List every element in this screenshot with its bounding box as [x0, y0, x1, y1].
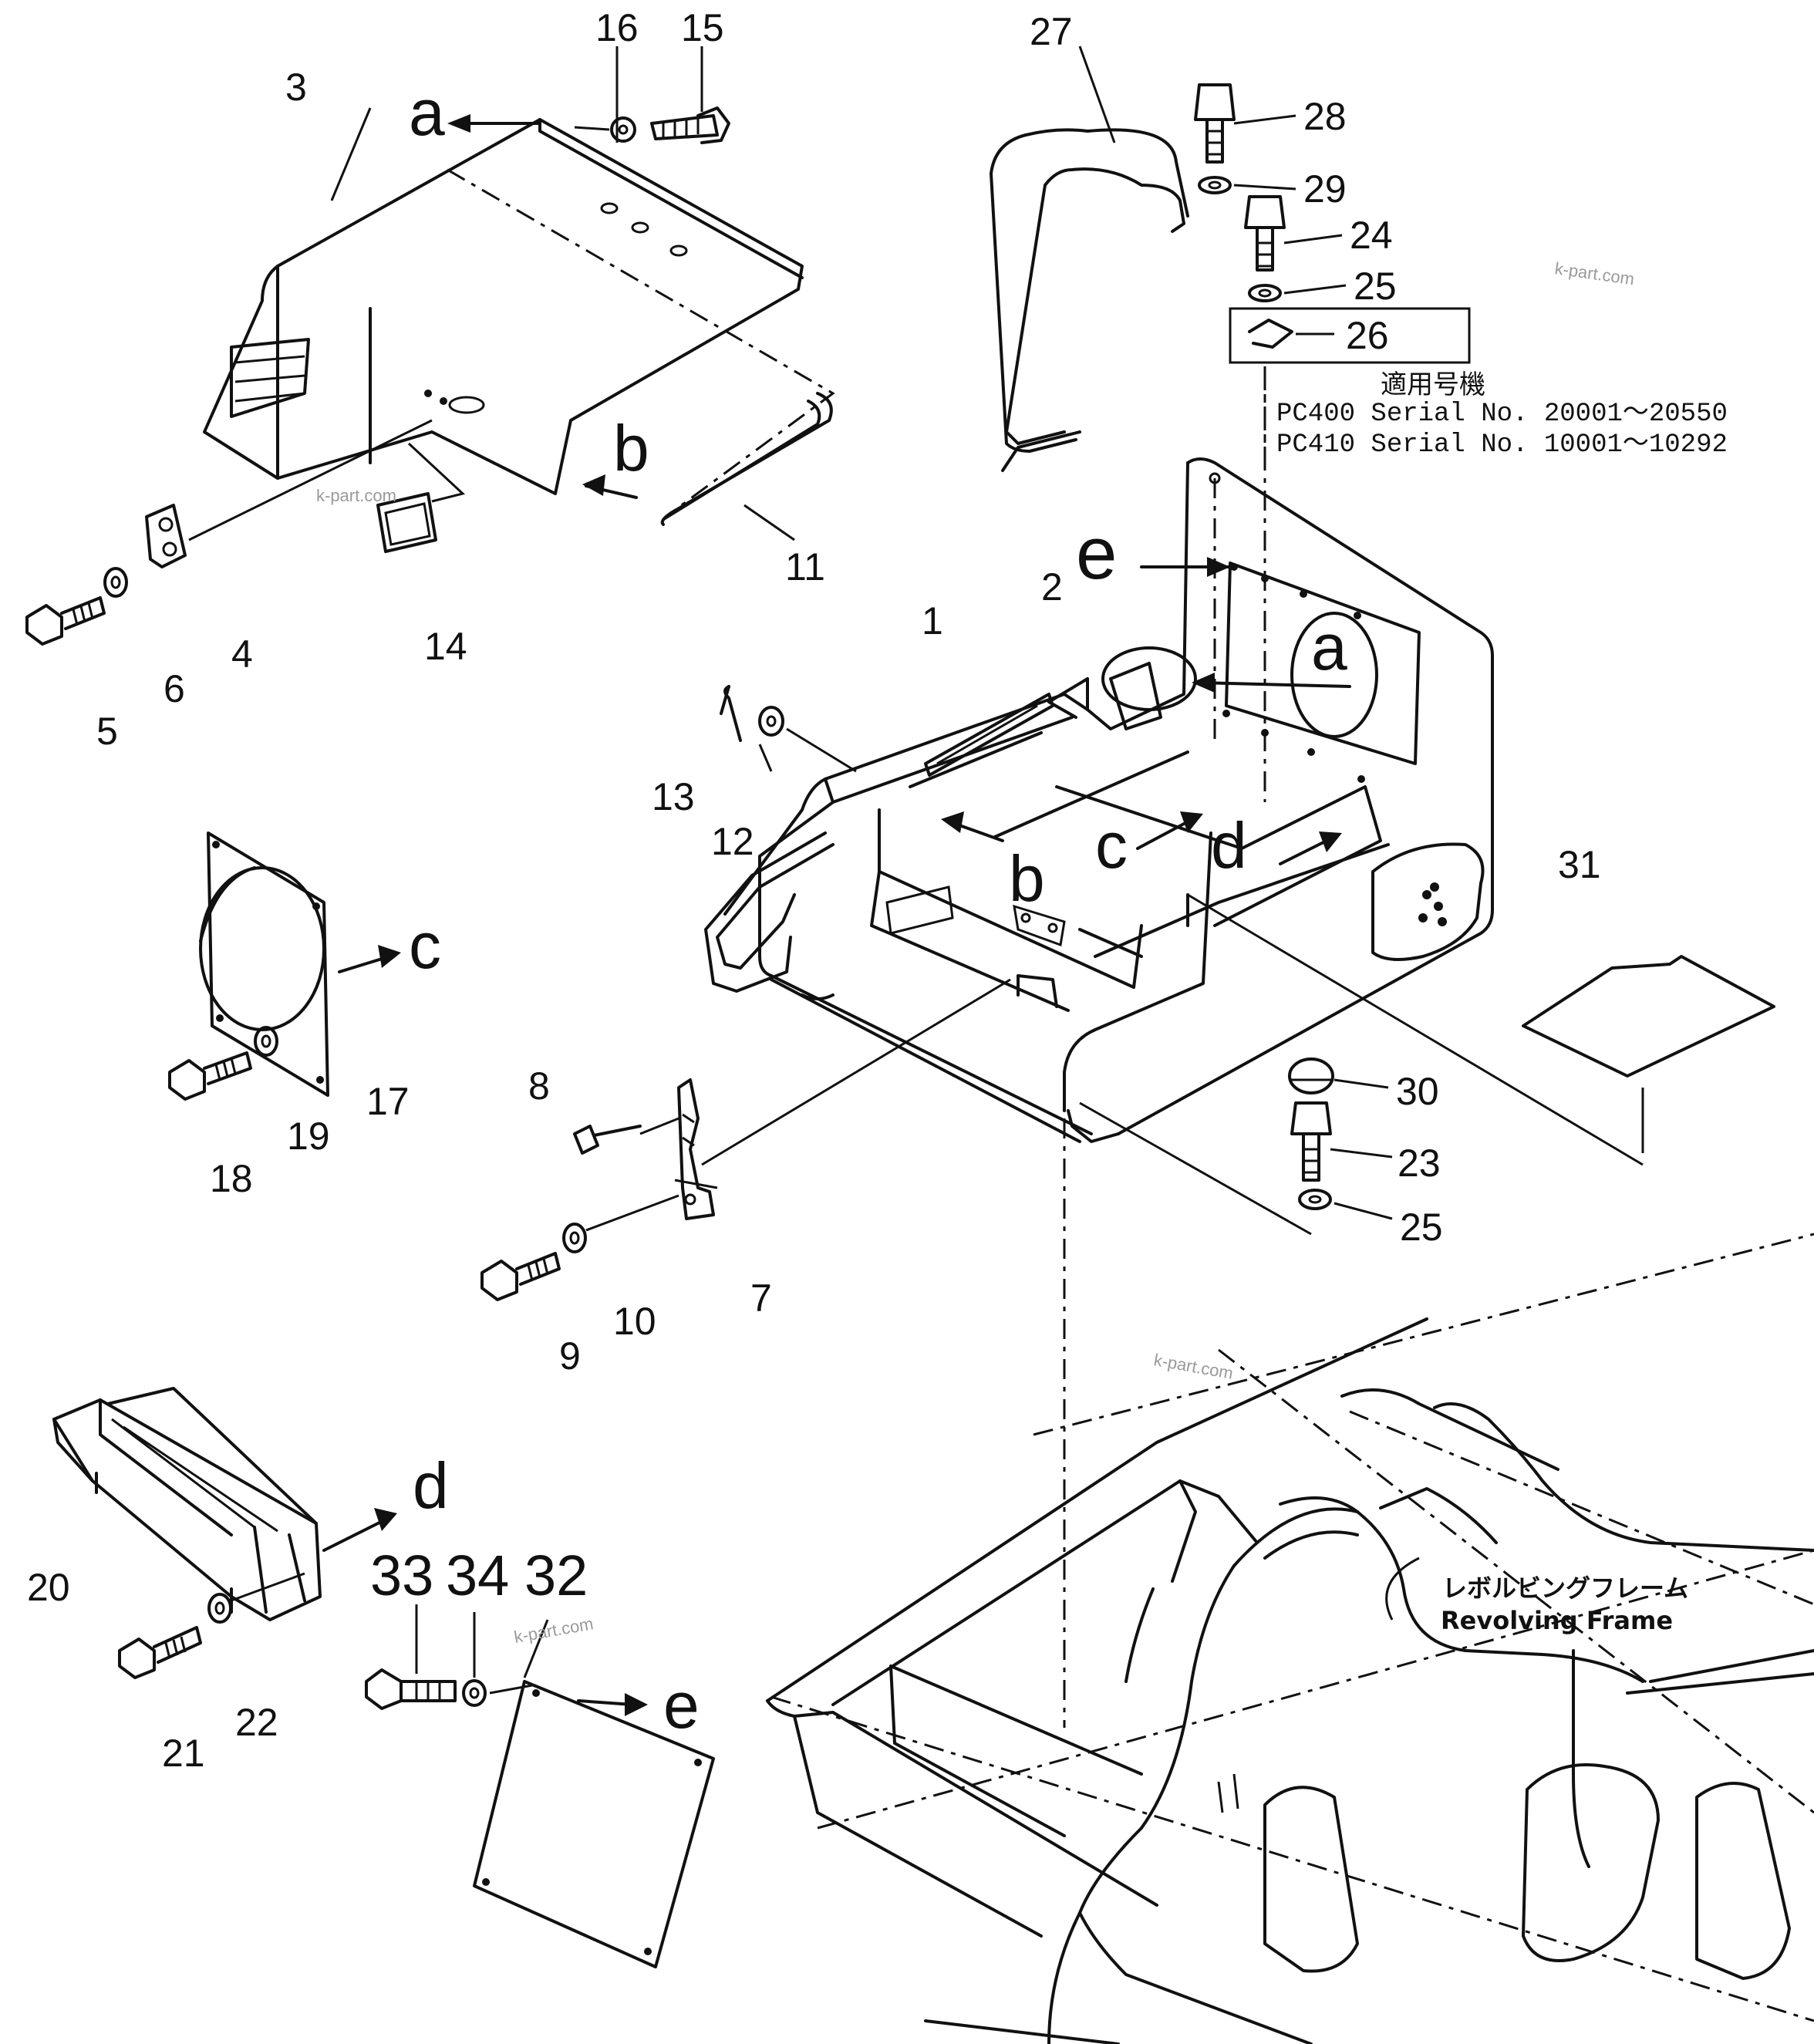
callout-15: 15 [681, 6, 724, 49]
rod-part-11 [660, 392, 833, 526]
callout-16: 16 [595, 6, 639, 49]
label-plate-part-26 [1229, 307, 1471, 364]
upper-cover-part-3 [203, 118, 835, 514]
letter-b-housing: b [1009, 842, 1045, 915]
washer-part-10 [562, 1223, 587, 1253]
callout-17: 17 [366, 1080, 410, 1123]
callout-1: 1 [922, 599, 943, 643]
bolt-part-24 [1244, 195, 1286, 272]
callout-31: 31 [1558, 843, 1601, 886]
callout-30: 30 [1396, 1070, 1439, 1113]
watermark-2: k-part.com [1553, 258, 1635, 288]
latch-part-4 [145, 419, 433, 568]
callout-11: 11 [785, 545, 825, 589]
callout-20: 20 [27, 1566, 70, 1609]
watermark-1: k-part.com [316, 486, 396, 505]
callout-33: 33 [370, 1543, 433, 1607]
handrail-part-27 [990, 128, 1189, 472]
callout-8: 8 [528, 1064, 550, 1108]
callout-24: 24 [1350, 214, 1393, 257]
callout-32: 32 [524, 1543, 588, 1607]
callout-2: 2 [1041, 565, 1063, 609]
letter-a-cover: a [409, 76, 445, 149]
letter-e-plate: e [663, 1669, 700, 1742]
sheet-part-31 [1187, 893, 1775, 1166]
serial-heading: 適用号機 [1381, 370, 1485, 402]
callout-6: 6 [164, 667, 185, 710]
callout-3: 3 [285, 66, 307, 109]
washer-part-25-lower [1298, 1189, 1332, 1210]
callout-28: 28 [1303, 95, 1347, 138]
serial-line-pc410: PC410 Serial No. 10001～10292 [1276, 430, 1728, 460]
housing-part-1 [704, 457, 1494, 1143]
bolt-part-23 [1290, 1101, 1332, 1182]
callout-22: 22 [235, 1701, 278, 1744]
letter-d-housing: d [1211, 809, 1247, 882]
letter-a-housing: a [1311, 611, 1347, 683]
latch-part-7 [674, 1078, 718, 1220]
bolt-part-5 [25, 596, 106, 646]
letter-c-housing: c [1095, 809, 1128, 882]
washer-part-25-upper [1248, 284, 1282, 302]
watermark-4: k-part.com [513, 1614, 595, 1647]
callout-23: 23 [1398, 1142, 1441, 1185]
callout-18: 18 [210, 1157, 253, 1200]
callout-13: 13 [652, 775, 695, 818]
washer-part-19 [254, 1026, 278, 1057]
washer-part-16 [610, 116, 636, 143]
cover-plate-part-32 [473, 1680, 715, 1968]
tray-part-20 [52, 1387, 322, 1621]
serial-line-pc400: PC400 Serial No. 20001～20550 [1276, 400, 1728, 429]
washer-part-22 [207, 1593, 232, 1624]
letter-c-fan: c [409, 909, 441, 982]
washer-part-12 [758, 706, 784, 737]
callout-10: 10 [613, 1300, 656, 1343]
callout-14: 14 [424, 625, 467, 668]
letter-e-housing: e [1076, 512, 1117, 595]
callout-19: 19 [287, 1115, 330, 1158]
bolt-part-18 [168, 1051, 252, 1101]
frame-label-en: Revolving Frame [1441, 1606, 1673, 1635]
callout-4: 4 [231, 632, 253, 676]
callout-7: 7 [750, 1277, 772, 1320]
callout-9: 9 [559, 1334, 581, 1378]
bolt-part-21 [118, 1626, 202, 1679]
callout-29: 29 [1303, 167, 1347, 211]
washer-part-29 [1198, 176, 1232, 194]
frame-label-jp: レボルビングフレーム [1442, 1573, 1688, 1603]
grommet-part-14 [376, 442, 466, 553]
bolt-part-28 [1194, 83, 1236, 164]
callout-5: 5 [96, 710, 118, 753]
bolt-part-9 [480, 1252, 561, 1301]
callout-21: 21 [162, 1732, 205, 1775]
cap-part-30 [1288, 1057, 1334, 1095]
washer-part-6 [103, 567, 128, 598]
bolt-part-15 [650, 106, 730, 144]
fan-part-17 [199, 831, 329, 1097]
pin-part-13 [720, 685, 742, 742]
revolving-frame [766, 1233, 1814, 2044]
washer-part-34 [462, 1679, 487, 1707]
bolt-part-33 [365, 1668, 457, 1710]
callout-26: 26 [1346, 314, 1389, 357]
screw-part-8 [573, 1125, 642, 1155]
callout-34: 34 [446, 1543, 509, 1607]
callout-25-upper: 25 [1354, 265, 1397, 308]
callout-25-lower: 25 [1400, 1206, 1443, 1249]
letter-b-cover: b [613, 412, 649, 484]
watermark-3: k-part.com [1152, 1350, 1235, 1383]
callout-12: 12 [711, 820, 754, 863]
letter-d-tray: d [413, 1449, 449, 1522]
callout-27: 27 [1030, 10, 1073, 53]
